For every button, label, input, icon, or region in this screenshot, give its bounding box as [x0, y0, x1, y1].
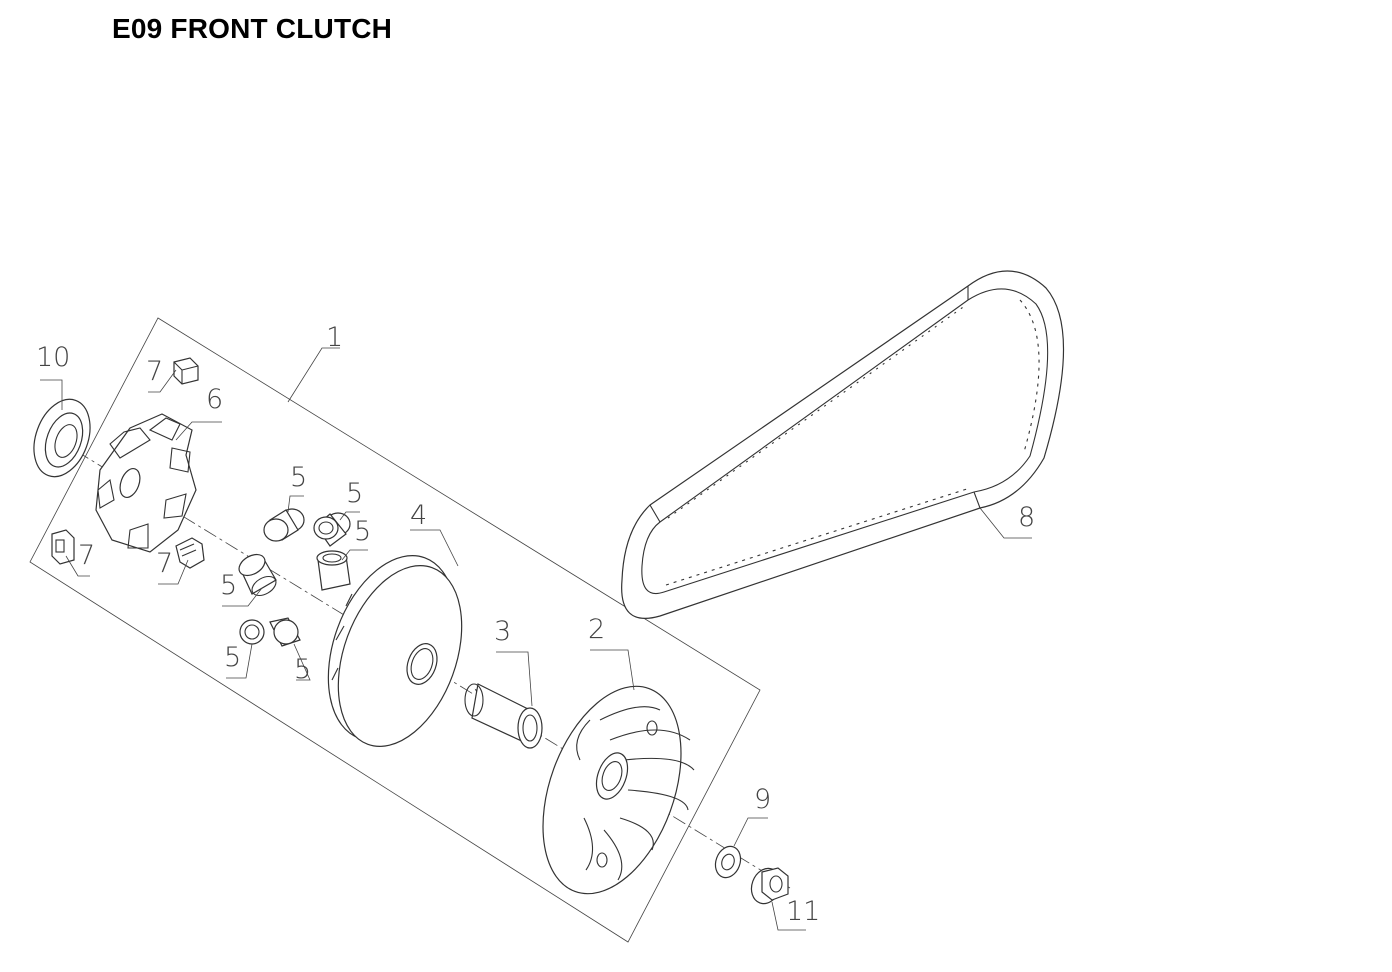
part-5-roller-a[interactable] — [263, 508, 305, 542]
callout-9: 9 — [754, 784, 771, 815]
callout-5f: 5 — [294, 654, 311, 685]
part-8-drive-belt[interactable] — [621, 270, 1065, 619]
part-10-oil-seal[interactable] — [24, 392, 100, 485]
callout-4: 4 — [410, 500, 427, 531]
part-5-roller-e[interactable] — [239, 619, 265, 645]
part-7-slider-top[interactable] — [173, 357, 199, 385]
callout-5c: 5 — [354, 516, 371, 547]
part-5-roller-f[interactable] — [269, 617, 301, 647]
leader-lines — [40, 347, 1032, 931]
callout-7b: 7 — [78, 540, 95, 571]
page-title: E09 FRONT CLUTCH — [112, 13, 393, 44]
part-6-ramp-plate[interactable] — [95, 413, 197, 553]
callout-3: 3 — [494, 616, 511, 647]
part-9-washer[interactable] — [711, 843, 744, 881]
callout-5d: 5 — [220, 570, 237, 601]
part-4-movable-drive-face[interactable] — [305, 538, 485, 764]
part-5-roller-c[interactable] — [316, 550, 351, 591]
part-7-slider-left[interactable] — [51, 529, 75, 565]
assembly-frame — [29, 317, 761, 943]
callout-5a: 5 — [290, 462, 307, 493]
part-5-roller-b[interactable] — [313, 512, 351, 547]
part-2-fixed-drive-face[interactable] — [517, 667, 707, 912]
part-3-drive-collar[interactable] — [464, 683, 543, 749]
callout-7a: 7 — [146, 356, 163, 387]
callout-11: 11 — [786, 896, 820, 927]
part-5-roller-d[interactable] — [235, 550, 279, 599]
callout-6: 6 — [206, 384, 223, 415]
part-7-slider-middle[interactable] — [175, 537, 205, 569]
callout-7c: 7 — [156, 548, 173, 579]
callout-2: 2 — [588, 614, 605, 645]
callout-8: 8 — [1018, 502, 1035, 533]
callout-1: 1 — [326, 322, 343, 353]
part-11-flange-nut[interactable] — [747, 864, 789, 907]
callout-5b: 5 — [346, 478, 363, 509]
callout-5e: 5 — [224, 642, 241, 673]
callout-10: 10 — [36, 342, 70, 373]
